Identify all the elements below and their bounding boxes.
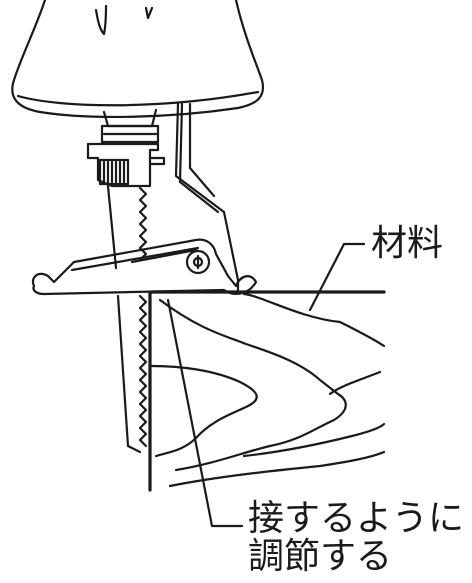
vent-mark-right — [144, 6, 154, 20]
material-grain-1 — [242, 292, 386, 348]
shoe-plate-slot — [130, 248, 198, 264]
lower-blade-teeth — [138, 294, 148, 448]
saw-body-housing — [11, 0, 265, 119]
material-grain-4 — [242, 422, 386, 458]
material-label: 材料 — [371, 223, 444, 264]
shoe-screw-head — [185, 249, 211, 275]
adjust-instruction-line-1: 接するように — [248, 498, 465, 539]
shoe-plate — [31, 238, 258, 296]
blade-clamp — [86, 142, 160, 188]
shoe-rail-outer — [174, 102, 240, 292]
material-grain-2 — [158, 298, 347, 472]
material-grain-6 — [328, 370, 382, 396]
clamp-pin — [148, 156, 166, 166]
upper-blade-teeth — [138, 186, 148, 262]
adjust-instruction-line-2: 調節する — [248, 536, 393, 577]
material-leader-line — [308, 242, 366, 312]
shoe-rail-inner — [188, 102, 216, 198]
saw-body-lower-edge — [16, 90, 260, 107]
lower-blade-back — [116, 294, 142, 454]
adjust-instruction-label: 接するように 調節する — [248, 500, 464, 576]
adjust-leader-line — [166, 298, 244, 528]
neck-collar — [100, 124, 160, 144]
vent-slot-left — [94, 4, 108, 36]
material-grain-5 — [168, 450, 386, 488]
shoe-rail-inner-2 — [178, 102, 220, 214]
shoe-plate-inner-edge — [70, 246, 200, 272]
clamp-knob — [98, 158, 130, 186]
material-grain-3 — [150, 364, 258, 458]
